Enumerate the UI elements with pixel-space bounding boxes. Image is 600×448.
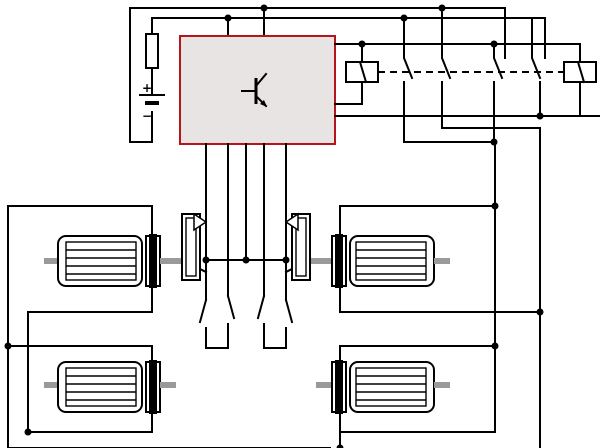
battery: + − — [139, 81, 165, 123]
motor-bottom-left — [44, 360, 176, 414]
center-bus — [184, 143, 308, 349]
motor-bottom-right — [316, 360, 450, 414]
relay-coil-left — [345, 60, 379, 84]
battery-plus-sign: + — [142, 81, 152, 95]
motor-top-right — [310, 234, 450, 288]
battery-minus-sign: − — [142, 109, 152, 123]
motor-wiring — [7, 205, 541, 448]
relay-contacts — [403, 7, 542, 448]
relay-coil-right — [563, 60, 597, 84]
fuse — [145, 33, 159, 69]
controller-box — [179, 35, 336, 145]
controller-coil-wiring — [334, 43, 600, 117]
motor-top-left — [44, 234, 182, 288]
fuse-icon — [145, 33, 159, 69]
transistor-icon — [241, 72, 268, 108]
gear-left — [181, 212, 208, 281]
junction-dots — [4, 4, 544, 448]
gear-right — [284, 212, 311, 281]
